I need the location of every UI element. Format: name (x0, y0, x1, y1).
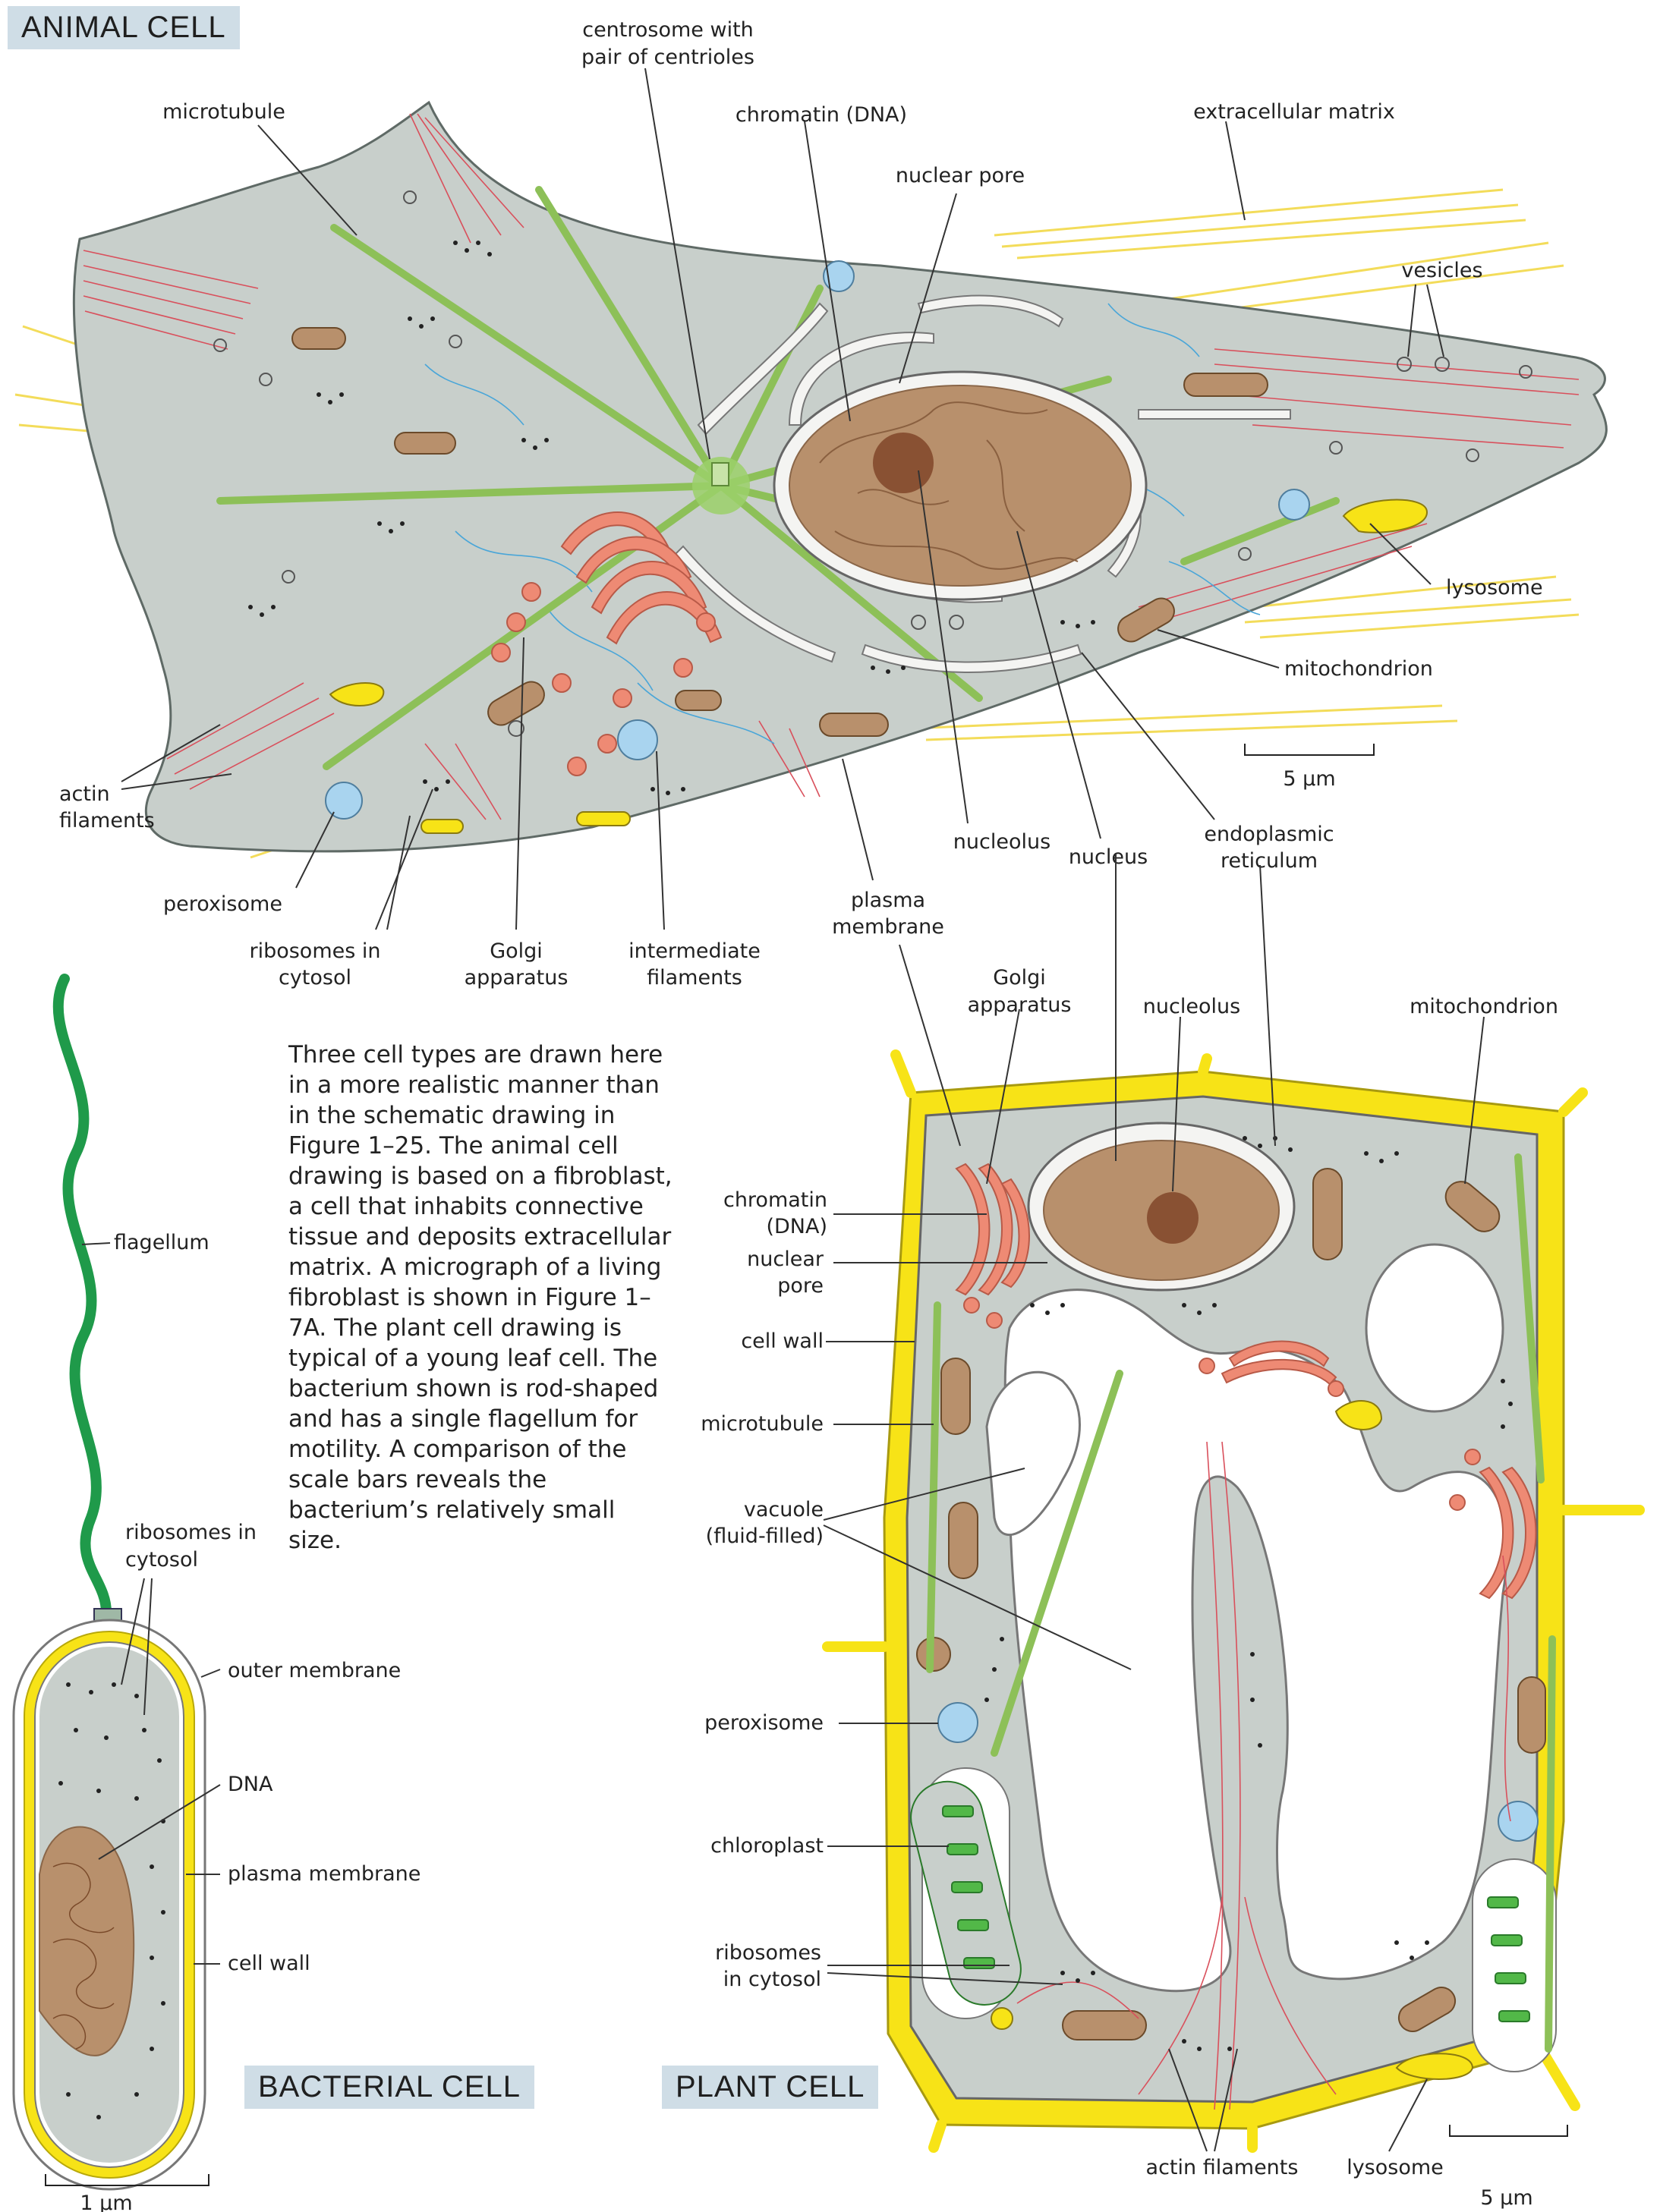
animal-nucleus-interior (789, 385, 1132, 587)
label-golgi-line1: Golgi (490, 939, 543, 963)
label-plant-chromatin-line1: chromatin (723, 1188, 827, 1212)
plant-ribosomes (984, 1136, 1513, 2051)
animal-lysosomes (329, 499, 1428, 834)
label-chromatin: chromatin (DNA) (736, 103, 907, 127)
plant-nucleolus (1147, 1192, 1199, 1244)
label-peroxisome: peroxisome (163, 892, 282, 916)
label-ribosomes-line2: cytosol (279, 966, 351, 990)
label-extracellular-matrix: extracellular matrix (1193, 100, 1395, 124)
endoplasmic-reticulum (674, 294, 1291, 673)
label-plant-golgi-line2: apparatus (968, 993, 1072, 1017)
plant-actin-filaments (1016, 1441, 1511, 2110)
bacterial-flagellum (52, 974, 112, 1618)
label-mitochondrion: mitochondrion (1284, 657, 1433, 681)
label-bact-ribosomes-line1: ribosomes in (125, 1521, 257, 1544)
label-plant-vacuole-line1: vacuole (744, 1498, 824, 1521)
animal-leader-lines (121, 68, 1444, 930)
animal-vesicles (213, 190, 1532, 737)
panel-tag-bacterial: BACTERIAL CELL (244, 2066, 534, 2109)
label-outer-membrane: outer membrane (228, 1659, 401, 1682)
plant-mitochondria (916, 1168, 1546, 2041)
bacterial-dna (39, 1826, 135, 2056)
label-plasma-line1: plasma (851, 889, 925, 912)
label-plasma-membrane: plasma membrane (228, 1862, 421, 1886)
label-plant-microtubule: microtubule (701, 1412, 824, 1436)
label-intermediate-line1: intermediate (628, 939, 761, 963)
label-plant-peroxisome: peroxisome (704, 1711, 824, 1735)
figure-caption: Three cell types are drawn here in a mor… (288, 1041, 673, 1554)
bacterial-ribosomes (58, 1682, 165, 2119)
bacterial-cell: flagellum ribosomes in cytosol outer mem… (12, 974, 421, 2212)
plant-leader-lines (823, 854, 1485, 2152)
label-er-line1: endoplasmic (1204, 823, 1334, 846)
plant-vacuole (1003, 1288, 1508, 1993)
label-lysosome: lysosome (1446, 576, 1543, 599)
label-centrosome-line2: pair of centrioles (581, 46, 754, 69)
label-nucleus: nucleus (1069, 845, 1148, 869)
intermediate-filament-lines (424, 303, 1261, 744)
label-vesicles: vesicles (1401, 259, 1482, 282)
panel-tag-plant: PLANT CELL (662, 2066, 879, 2109)
label-bact-scale: 1 µm (80, 2192, 132, 2212)
label-plant-pore-line1: nuclear (747, 1248, 824, 1271)
label-plant-chromatin-line2: (DNA) (766, 1215, 827, 1238)
label-plant-pore-line2: pore (777, 1274, 824, 1298)
label-bact-cell-wall: cell wall (228, 1952, 310, 1975)
label-plant-actin: actin filaments (1146, 2156, 1299, 2179)
label-scale: 5 µm (1283, 767, 1335, 791)
label-plasma-line2: membrane (832, 915, 944, 939)
label-microtubule: microtubule (162, 100, 285, 124)
label-bact-dna: DNA (228, 1773, 273, 1796)
bacterial-leader-lines (81, 1242, 221, 1965)
panel-tag-animal: ANIMAL CELL (8, 6, 240, 49)
label-plant-lysosome: lysosome (1347, 2156, 1444, 2179)
animal-ribosomes (248, 241, 1095, 795)
label-plant-vacuole-line2: (fluid-filled) (706, 1524, 824, 1548)
plant-cell: Golgi apparatus nucleolus mitochondrion … (701, 854, 1645, 2210)
animal-peroxisomes (325, 260, 1310, 820)
label-plant-nucleolus: nucleolus (1143, 995, 1240, 1018)
label-plant-ribosomes-line1: ribosomes (715, 1941, 821, 1965)
bacterial-scale-bar (45, 2174, 209, 2186)
label-bact-ribosomes-line2: cytosol (125, 1548, 198, 1572)
label-golgi-line2: apparatus (465, 966, 569, 990)
label-actin-line2: filaments (59, 809, 155, 832)
label-plant-cell-wall: cell wall (741, 1329, 824, 1353)
animal-chromatin (819, 401, 1079, 570)
animal-nucleolus (873, 433, 934, 493)
bacterial-dna-strands (52, 1862, 115, 2050)
plant-small-vacuole (1365, 1243, 1504, 1413)
label-centrosome-line1: centrosome with (582, 18, 754, 42)
label-plant-ribosomes-line2: in cytosol (723, 1968, 821, 1991)
label-ribosomes-line1: ribosomes in (249, 939, 380, 963)
plant-left-vacuole (985, 1370, 1081, 1536)
label-plant-mitochondrion: mitochondrion (1410, 995, 1558, 1018)
animal-cell: centrosome with pair of centrioles micro… (14, 18, 1608, 990)
label-actin-line1: actin (59, 782, 110, 806)
label-plant-golgi-line1: Golgi (993, 966, 1046, 990)
animal-mitochondria (291, 327, 1268, 737)
label-plant-chloroplast: chloroplast (710, 1834, 824, 1858)
plant-microtubules (926, 1153, 1556, 2053)
plant-wall-extensions (822, 1049, 1645, 2153)
plant-scale-bar (1449, 2125, 1568, 2137)
label-nuclear-pore: nuclear pore (896, 164, 1025, 187)
label-nucleolus: nucleolus (953, 830, 1050, 854)
animal-scale-bar (1244, 744, 1375, 756)
plant-chloroplasts (910, 1767, 1557, 2072)
label-intermediate-line2: filaments (647, 966, 742, 990)
label-flagellum: flagellum (114, 1231, 209, 1254)
label-er-line2: reticulum (1221, 849, 1318, 873)
animal-golgi (491, 511, 723, 776)
plant-lysosomes (991, 1400, 1474, 2080)
centriole (711, 462, 729, 486)
label-plant-scale: 5 µm (1480, 2186, 1532, 2210)
